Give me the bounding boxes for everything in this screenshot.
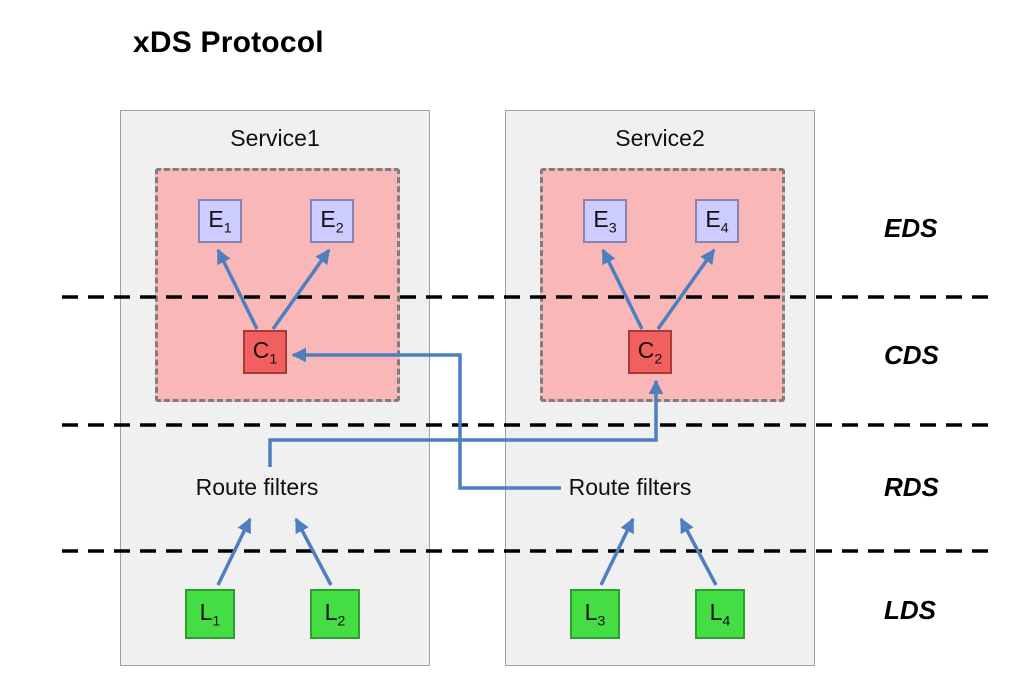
endpoint-e4: E4	[695, 199, 739, 243]
route-filters-service1: Route filters	[195, 474, 319, 500]
listener-l1-base: L	[199, 599, 213, 626]
cluster-c2-label: C2	[638, 337, 663, 367]
listener-l4-sub: 4	[722, 613, 731, 630]
listener-l2-sub: 2	[337, 613, 346, 630]
endpoint-e2: E2	[310, 199, 354, 243]
layer-label-rds: RDS	[884, 472, 939, 502]
endpoint-e1-sub: 1	[223, 220, 232, 237]
layer-label-cds: CDS	[884, 340, 939, 370]
endpoint-e2-sub: 2	[335, 220, 344, 237]
endpoint-e3: E3	[583, 199, 627, 243]
diagram-title: xDS Protocol	[133, 26, 324, 59]
service1-title: Service1	[230, 125, 320, 151]
listener-l4-label: L4	[710, 599, 731, 629]
endpoint-e1: E1	[198, 199, 242, 243]
cluster-c1-base: C	[252, 337, 270, 364]
listener-l4-base: L	[709, 599, 723, 626]
endpoint-e3-sub: 3	[608, 220, 617, 237]
endpoint-e2-base: E	[320, 206, 336, 233]
listener-l1: L1	[185, 589, 235, 639]
endpoint-e2-label: E2	[320, 206, 343, 236]
listener-l3-base: L	[584, 599, 598, 626]
cluster-c1: C1	[243, 330, 287, 374]
listener-l3-label: L3	[585, 599, 606, 629]
listener-l2-label: L2	[325, 599, 346, 629]
layer-label-lds: LDS	[884, 595, 936, 625]
endpoint-e1-label: E1	[208, 206, 231, 236]
endpoint-e4-sub: 4	[720, 220, 729, 237]
route-filters-service2: Route filters	[568, 474, 692, 500]
listener-l4: L4	[695, 589, 745, 639]
listener-l2-base: L	[324, 599, 338, 626]
endpoint-e3-label: E3	[593, 206, 616, 236]
layer-label-eds: EDS	[884, 213, 938, 243]
service2-title: Service2	[615, 125, 705, 151]
cluster-c2-sub: 2	[654, 351, 663, 368]
endpoint-e4-label: E4	[705, 206, 728, 236]
endpoint-e1-base: E	[208, 206, 224, 233]
listener-l2: L2	[310, 589, 360, 639]
cluster-c1-label: C1	[253, 337, 278, 367]
endpoint-e3-base: E	[593, 206, 609, 233]
cluster-c2: C2	[628, 330, 672, 374]
listener-l1-sub: 1	[212, 613, 221, 630]
listener-l3: L3	[570, 589, 620, 639]
cluster-c2-base: C	[637, 337, 655, 364]
listener-l1-label: L1	[200, 599, 221, 629]
listener-l3-sub: 3	[597, 613, 606, 630]
endpoint-e4-base: E	[705, 206, 721, 233]
cluster-c1-sub: 1	[269, 351, 278, 368]
